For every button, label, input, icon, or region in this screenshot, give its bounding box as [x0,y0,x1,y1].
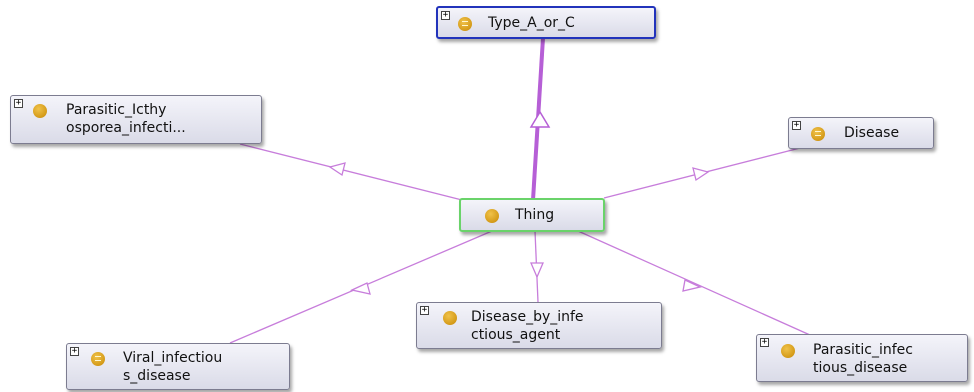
expand-toggle-type-a-or-c[interactable]: + [441,10,450,20]
node-disease[interactable]: + Disease [788,117,934,149]
expand-toggle-parasitic-icthy[interactable]: + [14,98,23,108]
class-icon [485,209,499,223]
node-label-disease-by-infectious-agent-line1: Disease_by_infe [471,309,584,325]
node-label-viral-infectious-disease-line2: s_disease [123,368,191,384]
node-viral-infectious-disease[interactable]: + Viral_infectiou s_disease [66,343,290,390]
equivalent-class-icon [811,127,825,141]
node-label-parasitic-icthy-line2: osporea_infecti... [66,120,186,136]
node-label-parasitic-infectious-disease-line2: tious_disease [813,360,908,376]
node-label-disease: Disease [844,125,900,141]
equivalent-class-icon [458,17,472,31]
node-label-parasitic-icthy-line1: Parasitic_Icthy [66,102,167,118]
node-parasitic-icthyosporea-infection[interactable]: + Parasitic_Icthy osporea_infecti... [10,95,262,144]
class-icon [781,344,795,358]
node-label-type-a-or-c: Type_A_or_C [488,15,575,31]
expand-toggle-parasitic-infectious-disease[interactable]: + [760,337,769,347]
node-parasitic-infectious-disease[interactable]: + Parasitic_infec tious_disease [756,334,968,382]
edge-thing-parasitic-icthy [239,143,463,201]
class-icon [443,311,457,325]
class-icon [33,104,47,118]
node-disease-by-infectious-agent[interactable]: + Disease_by_infe ctious_agent [416,302,662,349]
edge-arrow-parasitic-icthy [328,162,346,177]
node-thing[interactable]: Thing [459,198,605,232]
node-label-parasitic-infectious-disease-line1: Parasitic_infec [813,342,913,358]
expand-toggle-viral-infectious-disease[interactable]: + [70,346,79,356]
edge-arrow-viral-infectious-disease [349,282,371,295]
expand-toggle-disease-by-infectious-agent[interactable]: + [420,305,429,315]
node-type-a-or-c[interactable]: + Type_A_or_C [436,6,656,39]
edge-thing-parasitic-infectious-disease [577,230,811,336]
equivalent-class-icon [91,352,105,366]
node-label-thing: Thing [515,207,555,223]
edge-arrow-disease-by-infectious-agent [530,262,544,279]
edge-arrow-parasitic-infectious-disease [682,279,702,292]
edge-arrow-type-a-or-c [529,110,551,128]
edge-arrow-disease [692,167,710,182]
node-label-viral-infectious-disease-line1: Viral_infectiou [123,350,223,366]
expand-toggle-disease[interactable]: + [792,120,801,130]
node-label-disease-by-infectious-agent-line2: ctious_agent [471,327,561,343]
